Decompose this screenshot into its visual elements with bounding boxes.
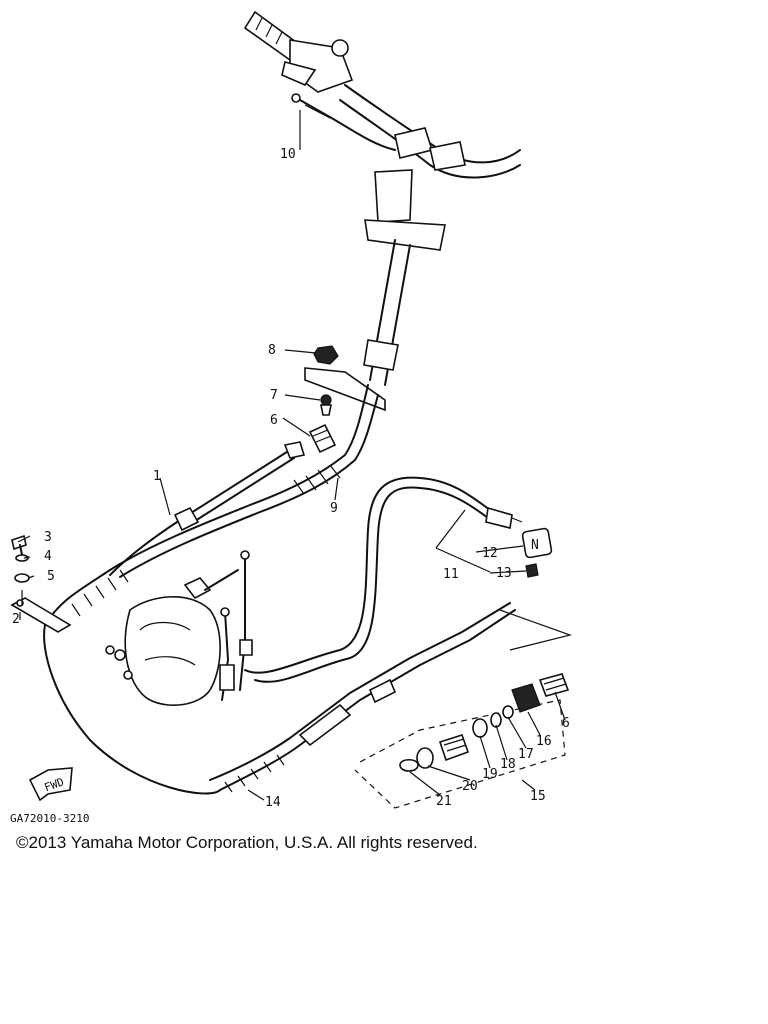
callout-3: 3 (44, 530, 52, 545)
ball-joint-7 (320, 394, 332, 416)
parts-diagram: N FWD (10, 10, 573, 825)
shift-cable (244, 476, 523, 683)
callout-13: 13 (496, 566, 512, 581)
callout-17: 17 (518, 747, 534, 762)
throttle-cable (291, 93, 396, 151)
handlebar-grip (243, 10, 354, 93)
callout-21: 21 (436, 794, 452, 809)
washer-5 (14, 573, 30, 583)
callout-5: 5 (47, 569, 55, 584)
shift-knob-12: N (521, 527, 553, 559)
washer-4 (15, 554, 29, 562)
engine-assembly (105, 550, 253, 706)
bracket-2 (10, 597, 72, 633)
callout-8: 8 (268, 343, 276, 358)
neutral-label: N (531, 538, 539, 553)
callout-16: 16 (536, 734, 552, 749)
callout-2: 2 (12, 612, 20, 627)
handlebar (339, 84, 521, 179)
callout-14: 14 (265, 795, 281, 810)
callout-11: 11 (443, 567, 459, 582)
callout-labels: 1 2 3 4 5 6 7 8 9 10 11 12 13 14 15 16 1… (12, 147, 570, 810)
copyright-notice: ©2013 Yamaha Motor Corporation, U.S.A. A… (16, 833, 478, 852)
callout-6: 6 (270, 413, 278, 428)
callout-1: 1 (153, 469, 161, 484)
callout-12: 12 (482, 546, 498, 561)
cable-9 (43, 384, 379, 795)
callout-4: 4 (44, 549, 52, 564)
nut-13 (525, 563, 539, 578)
callout-19: 19 (482, 767, 498, 782)
leader-lines (17, 110, 566, 801)
diagram-code: GA72010-3210 (10, 812, 89, 825)
callout-15: 15 (530, 789, 546, 804)
forward-arrow-icon: FWD (28, 767, 73, 802)
adjuster-assembly-15 (354, 673, 570, 809)
cable-1 (109, 441, 306, 576)
steering-column (304, 169, 446, 412)
cable-14 (209, 602, 516, 793)
callout-18: 18 (500, 757, 516, 772)
callout-7: 7 (270, 388, 278, 403)
callout-9: 9 (330, 501, 338, 516)
callout-6b: 6 (562, 716, 570, 731)
callout-20: 20 (462, 779, 478, 794)
grommet-6 (308, 423, 337, 454)
fwd-label: FWD (43, 775, 66, 794)
nut-8 (313, 345, 339, 365)
callout-10: 10 (280, 147, 296, 162)
cable-14-bracket (499, 609, 573, 651)
